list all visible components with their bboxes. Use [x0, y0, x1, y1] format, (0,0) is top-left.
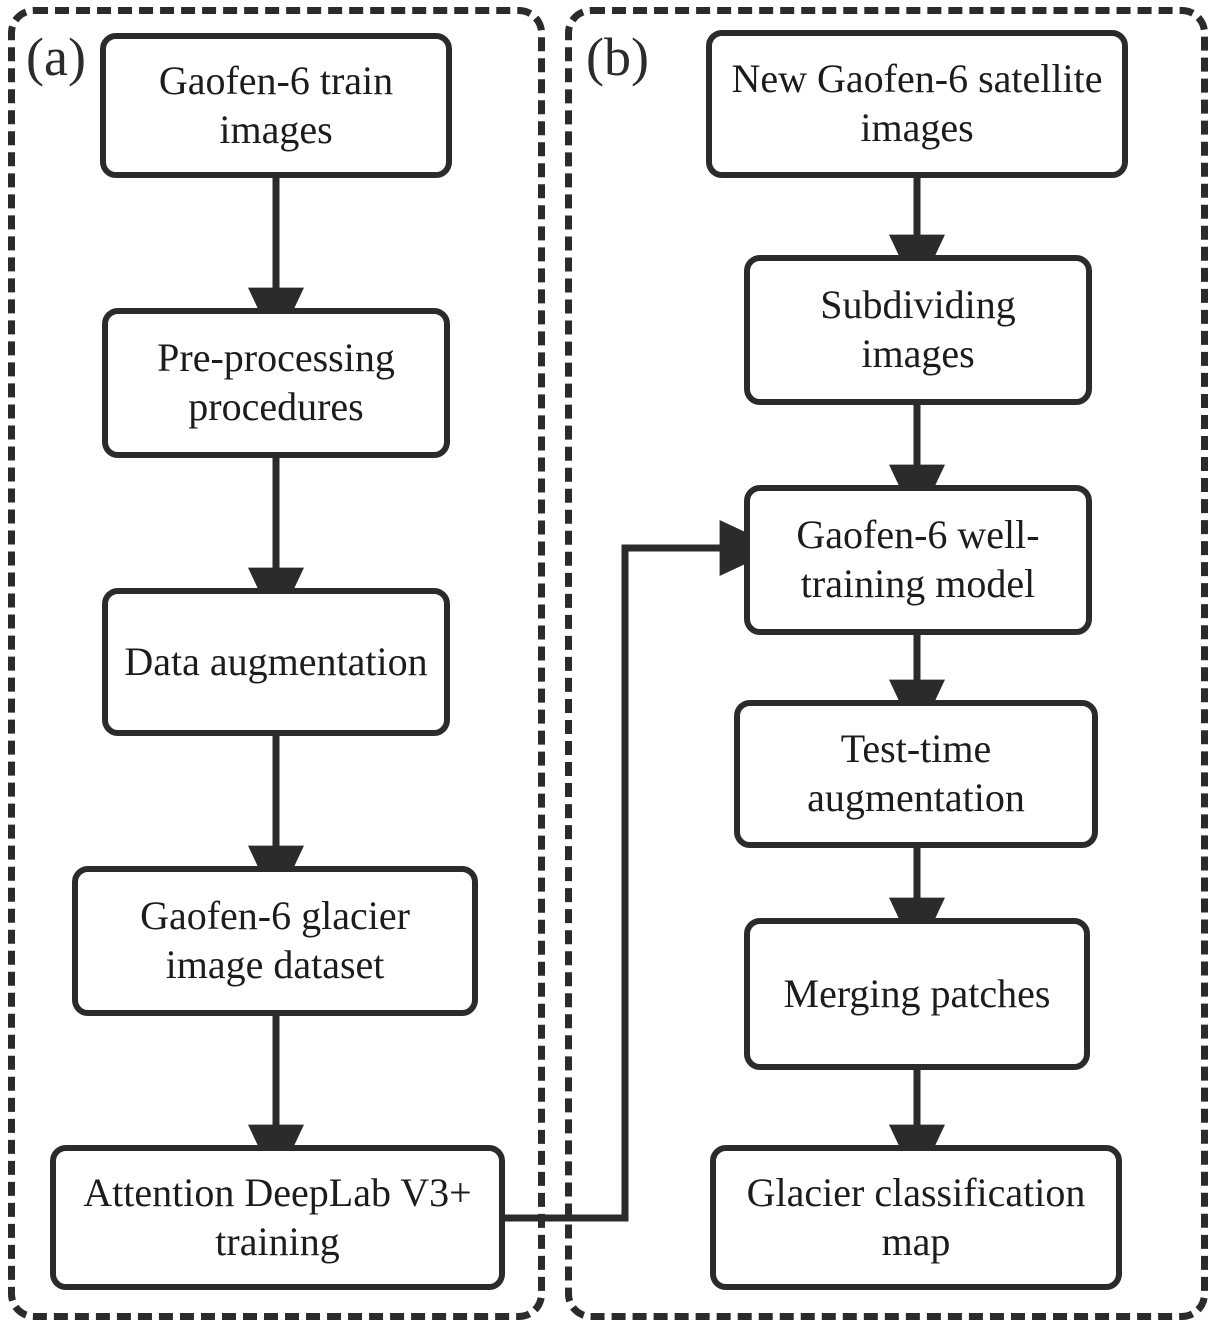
node-label: New Gaofen-6 satellite images [731, 56, 1103, 150]
node-label: Gaofen-6 glacier image dataset [140, 893, 410, 987]
node-glacier-classification-map[interactable]: Glacier classification map [710, 1145, 1122, 1290]
node-pre-processing-procedures[interactable]: Pre-processing procedures [102, 308, 450, 458]
panel-b-label: (b) [586, 27, 649, 87]
node-label: Glacier classification map [746, 1169, 1086, 1264]
node-gaofen6-glacier-image-dataset[interactable]: Gaofen-6 glacier image dataset [72, 866, 478, 1016]
node-data-augmentation[interactable]: Data augmentation [102, 588, 450, 736]
node-gaofen6-train-images[interactable]: Gaofen-6 train images [100, 33, 452, 178]
node-merging-patches[interactable]: Merging patches [744, 918, 1090, 1070]
panel-a-label: (a) [26, 27, 86, 87]
node-label: Gaofen-6 train images [158, 57, 394, 152]
panel-b-container [565, 7, 1208, 1320]
node-subdividing-images[interactable]: Subdividing images [744, 255, 1092, 405]
node-label: Gaofen-6 well-training model [796, 512, 1040, 606]
node-label: Attention DeepLab V3+ training [83, 1169, 472, 1264]
node-label: Data augmentation [124, 638, 428, 684]
node-new-gaofen6-satellite-images[interactable]: New Gaofen-6 satellite images [706, 30, 1128, 178]
node-gaofen6-well-training-model[interactable]: Gaofen-6 well-training model [744, 485, 1092, 635]
node-label: Pre-processing procedures [157, 335, 395, 429]
node-label: Merging patches [783, 970, 1051, 1016]
node-label: Test-time augmentation [807, 726, 1025, 820]
node-label: Subdividing images [820, 282, 1016, 376]
node-attention-deeplab-v3plus-training[interactable]: Attention DeepLab V3+ training [50, 1145, 505, 1290]
node-test-time-augmentation[interactable]: Test-time augmentation [734, 700, 1098, 848]
